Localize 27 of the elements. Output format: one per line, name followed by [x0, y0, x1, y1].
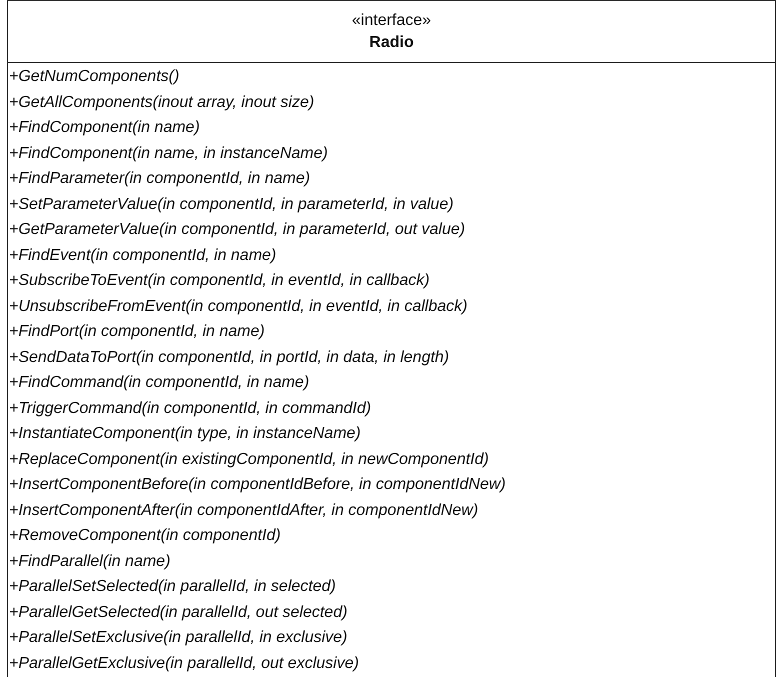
operation: +InsertComponentAfter(in componentIdAfter, in componentIdNew)	[8, 500, 478, 520]
operation: +GetAllComponents(inout array, inout size)	[8, 92, 314, 112]
operation: +ParallelSetSelected(in parallelId, in selected)	[8, 577, 336, 597]
operation: +SubscribeToEvent(in componentId, in eventId, in callback)	[8, 271, 430, 291]
operation: +FindCommand(in componentId, in name)	[8, 373, 310, 393]
operation: +FindPort(in componentId, in name)	[8, 322, 265, 342]
operation: +GetNumComponents()	[8, 67, 180, 87]
operation: +GetParameterValue(in componentId, in parameterId, out value)	[8, 220, 466, 240]
operation: +FindParallel(in name)	[8, 552, 170, 572]
class-name: Radio	[369, 32, 414, 52]
class-box	[7, 0, 776, 677]
operation: +InsertComponentBefore(in componentIdBefore, in componentIdNew)	[8, 475, 506, 495]
operation: +ReplaceComponent(in existingComponentId, in newComponentId)	[8, 450, 489, 470]
operation: +FindParameter(in componentId, in name)	[8, 169, 310, 189]
operation: +ParallelGetExclusive(in parallelId, out exclusive)	[8, 654, 359, 674]
operation: +SendDataToPort(in componentId, in portId, in data, in length)	[8, 348, 450, 368]
operation: +ParallelSetExclusive(in parallelId, in exclusive)	[8, 628, 348, 648]
operation: +FindEvent(in componentId, in name)	[8, 246, 276, 266]
stereotype: «interface»	[352, 10, 432, 30]
operation: +ParallelGetSelected(in parallelId, out selected)	[8, 602, 348, 622]
operation: +FindComponent(in name, in instanceName)	[8, 144, 328, 164]
operation: +FindComponent(in name)	[8, 118, 200, 138]
operation: +RemoveComponent(in componentId)	[8, 526, 281, 546]
operation: +SetParameterValue(in componentId, in parameterId, in value)	[8, 194, 454, 214]
operation: +TriggerCommand(in componentId, in commandId)	[8, 398, 372, 418]
operation: +UnsubscribeFromEvent(in componentId, in eventId, in callback)	[8, 296, 468, 316]
operation: +InstantiateComponent(in type, in instanceName)	[8, 424, 361, 444]
